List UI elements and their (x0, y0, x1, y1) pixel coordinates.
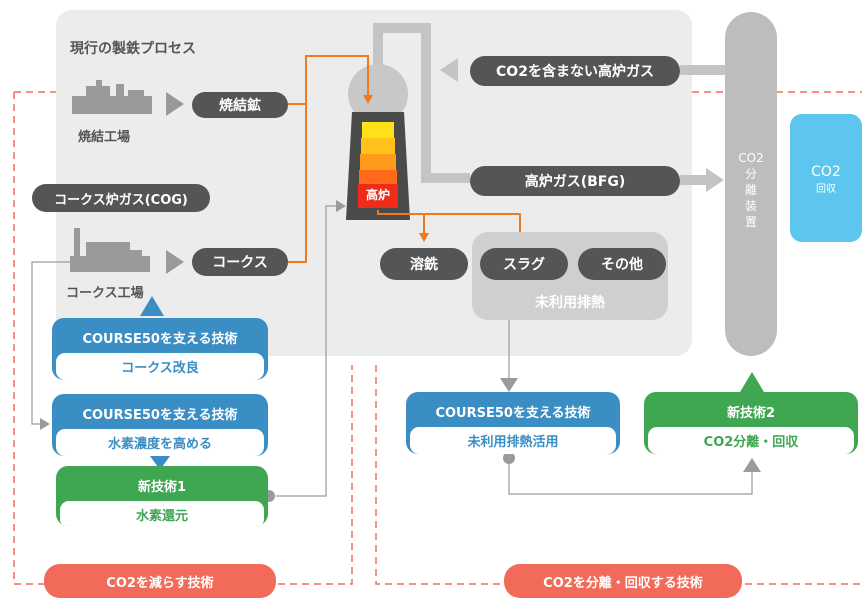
unused-heat-label: 未利用排熱 (535, 295, 605, 311)
furnace-to-slag (424, 213, 521, 236)
separate-co2-label: CO2を分離・回収する技術 (504, 564, 742, 598)
hydrogen-card-pointer (150, 456, 170, 470)
furnace-to-iron (377, 210, 425, 236)
separator-label: CO2 分 離 装 置 (738, 151, 764, 229)
coke-pill: コークス (192, 248, 288, 276)
coke-flow-arrow (166, 250, 184, 274)
sinter-ore-pill: 焼結鉱 (192, 92, 288, 118)
card-new-tech-2: 新技術2 CO2分離・回収 (644, 392, 858, 454)
coke-to-hydrogen-line (31, 261, 72, 425)
bfg-arrowhead (706, 168, 724, 192)
co2-free-arrowhead (440, 58, 458, 82)
panel-title: 現行の製鉄プロセス (70, 41, 196, 57)
coke-plant-label: コークス工場 (66, 286, 144, 301)
heat-card-to-tech2-line (508, 460, 753, 495)
coke-plant-icon (70, 228, 150, 272)
sinter-plant-label: 焼結工場 (78, 130, 131, 145)
co2-recovery-box: CO2 回収 (790, 114, 862, 242)
card-coke-improvement: COURSE50を支える技術 コークス改良 (52, 318, 268, 380)
molten-iron-pill: 溶銑 (380, 248, 468, 280)
sinter-plant-icon (72, 80, 152, 114)
card-unused-heat-use: COURSE50を支える技術 未利用排熱活用 (406, 392, 620, 454)
coke-oven-gas-pill: コークス炉ガス(COG) (32, 184, 210, 212)
co2-free-gas-pill: CO2を含まない高炉ガス (470, 56, 680, 86)
card-new-tech-1: 新技術1 水素還元 (56, 466, 268, 526)
separator-column (725, 12, 777, 356)
reduce-co2-label: CO2を減らす技術 (44, 564, 276, 598)
slag-pill: スラグ (480, 248, 568, 280)
card-hydrogen-concentration: COURSE50を支える技術 水素濃度を高める (52, 394, 268, 456)
coke-to-furnace (288, 56, 307, 263)
top-gas-duct (373, 23, 470, 183)
bfg-pill: 高炉ガス(BFG) (470, 166, 680, 196)
coke-card-pointer (140, 296, 164, 316)
tech2-to-separator (740, 372, 764, 392)
furnace-label: 高炉 (365, 188, 390, 202)
others-pill: その他 (578, 248, 666, 280)
sinter-flow-arrow (166, 92, 184, 116)
tech1-to-furnace-line (276, 205, 340, 497)
furnace-top (348, 64, 408, 124)
